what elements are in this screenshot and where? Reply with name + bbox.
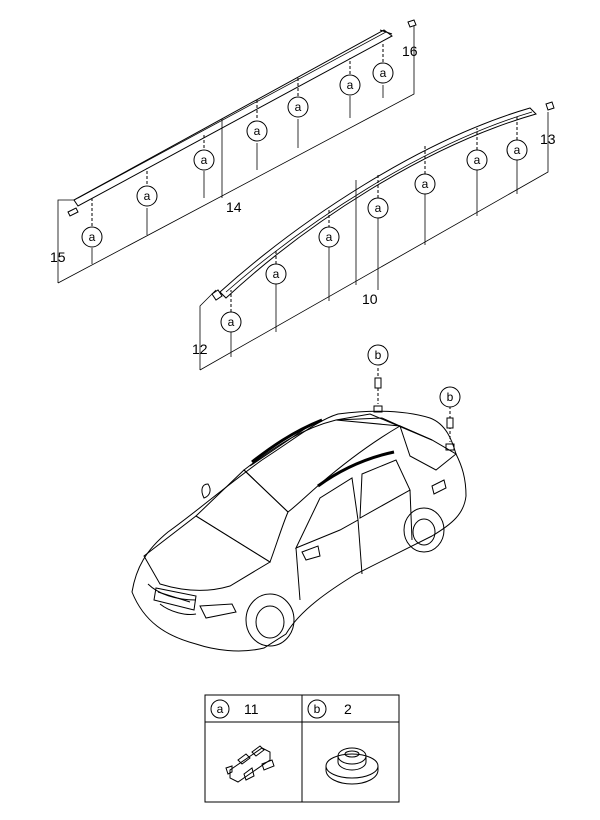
svg-text:b: b [314,702,321,716]
svg-text:a: a [380,66,387,80]
part-number-12: 12 [192,341,208,357]
clip-callout: a [506,139,528,161]
svg-text:a: a [514,143,521,157]
clip-callout: a [367,197,389,219]
grommet-leaders [373,368,455,451]
svg-text:a: a [254,124,261,138]
clip-callout: a [287,96,309,118]
part-number-14: 14 [226,199,242,215]
part-number-15: 15 [50,249,66,265]
clip-callout: a [81,226,103,248]
clip-callout: a [372,62,394,84]
svg-text:a: a [144,189,151,203]
svg-text:a: a [474,153,481,167]
svg-text:a: a [422,177,429,191]
svg-text:a: a [273,267,280,281]
svg-text:b: b [447,390,454,404]
clip-callout: a [136,185,158,207]
clip-callout: a [220,311,242,333]
part-number-13: 13 [540,131,556,147]
legend-clip-part: 11 [244,701,259,717]
clip-callout: a [339,74,361,96]
legend-table: a 11 b 2 [204,694,400,803]
clip-callout: a [318,226,340,248]
grommet-callout: b [367,344,389,366]
clip-part-illustration [225,745,275,783]
svg-text:a: a [89,230,96,244]
svg-text:a: a [217,702,224,716]
svg-text:b: b [375,348,382,362]
car-illustration [131,410,467,652]
grommet-part-illustration [325,747,379,785]
clip-callout: a [193,149,215,171]
part-number-10: 10 [362,291,378,307]
clip-callout: a [265,263,287,285]
grommet-callout: b [439,386,461,408]
part-number-16: 16 [402,43,418,59]
roof-molding-upper [57,19,417,284]
callouts: a a a a a a a a a a a a a a b b [81,62,528,408]
clip-callout: a [466,149,488,171]
svg-text:a: a [375,201,382,215]
svg-text:a: a [347,78,354,92]
legend-grommet-symbol: b [307,699,327,719]
svg-text:a: a [326,230,333,244]
legend-grommet-part: 2 [344,701,352,717]
svg-text:a: a [201,153,208,167]
svg-text:a: a [228,315,235,329]
legend-clip-symbol: a [210,699,230,719]
roof-molding-lower [199,101,555,371]
part-numbers: 16 14 15 13 10 12 [50,43,556,357]
clip-callout: a [246,120,268,142]
svg-text:a: a [295,100,302,114]
clip-callout: a [414,173,436,195]
